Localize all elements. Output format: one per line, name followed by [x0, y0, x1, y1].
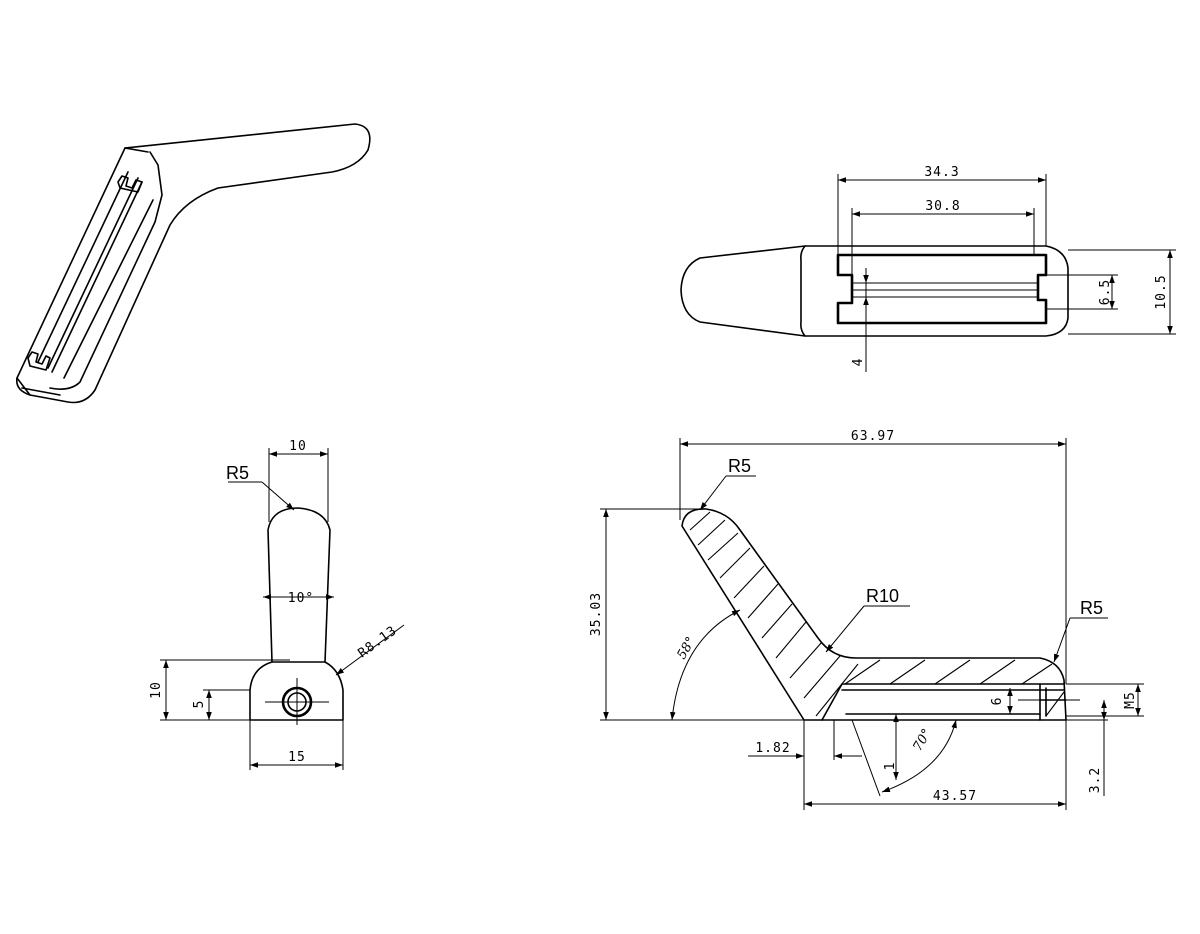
- iso-side-edge-a: [124, 147, 149, 153]
- iso-inner-profile: [49, 151, 163, 390]
- dim-side-lip: 1: [883, 762, 898, 771]
- dim-front-hole-height: 5: [192, 700, 207, 709]
- lbl-side-tip-radius: R5: [728, 456, 751, 476]
- iso-outer-profile: [15, 123, 371, 404]
- dim-top-overall-width: 10.5: [1154, 274, 1169, 309]
- iso-rail-3: [51, 181, 143, 373]
- dim-front-base-width: 15: [288, 750, 306, 765]
- dim-side-slot-angle: 70°: [910, 727, 935, 754]
- front-view: 10 R5 10° R8.13 10 5 15: [149, 439, 405, 770]
- iso-bottom-notch: [27, 351, 51, 371]
- iso-rail-4: [63, 199, 154, 379]
- isometric-view: [15, 123, 371, 404]
- side-outline: [681, 508, 1067, 721]
- dim-front-base-radius: R8.13: [356, 623, 401, 661]
- side-inner-slot: [821, 683, 1065, 721]
- lbl-front-tip-radius: R5: [226, 463, 249, 483]
- dim-side-overall-length: 63.97: [851, 429, 895, 444]
- dim-front-top-width: 10: [289, 439, 307, 454]
- iso-rail-1: [37, 171, 129, 363]
- dim-side-thread: M5: [1123, 691, 1138, 709]
- side-section-view: 63.97 R5 35.03 R10 R5 58° 1.82 1 70° 43.…: [589, 429, 1144, 810]
- side-hatch-lines: [689, 511, 1065, 717]
- dim-front-height: 10: [149, 681, 164, 699]
- top-slot-outline: [836, 253, 1048, 325]
- top-view: 34.3 30.8 6.5 10.5 4: [680, 165, 1176, 372]
- iso-rail-2: [47, 177, 139, 369]
- dim-side-thread-offset: 3.2: [1088, 767, 1103, 793]
- lbl-side-bend-radius: R10: [866, 586, 899, 606]
- dim-side-slot-height: 6: [990, 697, 1005, 706]
- dim-top-overall-length: 34.3: [924, 165, 959, 180]
- dim-side-offset: 1.82: [755, 741, 790, 756]
- front-body-outline: [249, 507, 344, 721]
- dim-side-bottom-length: 43.57: [933, 789, 977, 804]
- top-body-outline: [804, 245, 1069, 337]
- dim-side-height: 35.03: [589, 592, 604, 636]
- lbl-side-end-radius: R5: [1080, 598, 1103, 618]
- dim-side-arm-angle: 58°: [674, 635, 699, 662]
- dim-top-slot-length: 30.8: [925, 199, 960, 214]
- top-tab-outline: [680, 245, 806, 337]
- dim-front-taper-angle: 10°: [288, 591, 314, 606]
- iso-base-edge: [16, 377, 61, 396]
- iso-top-notch: [117, 175, 143, 193]
- dim-top-slot-width: 6.5: [1098, 279, 1113, 305]
- dim-top-notch: 4: [851, 358, 866, 367]
